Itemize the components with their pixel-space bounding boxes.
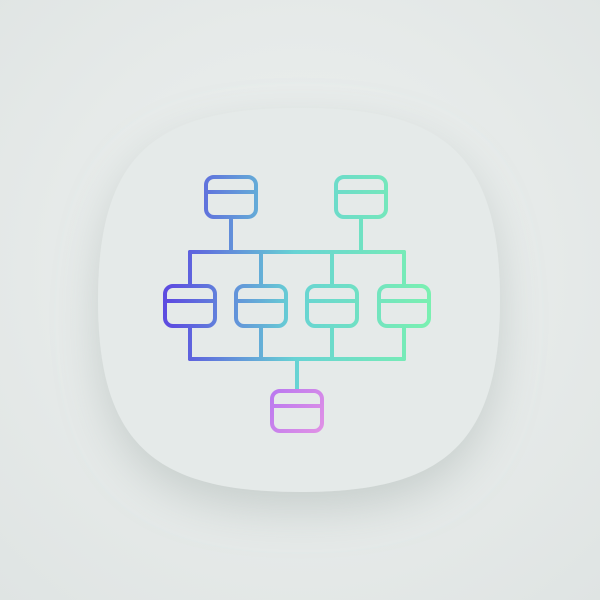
app-icon-squircle — [98, 108, 500, 492]
hierarchy-structure-icon — [163, 175, 431, 433]
bottom-node-icon — [270, 389, 324, 433]
